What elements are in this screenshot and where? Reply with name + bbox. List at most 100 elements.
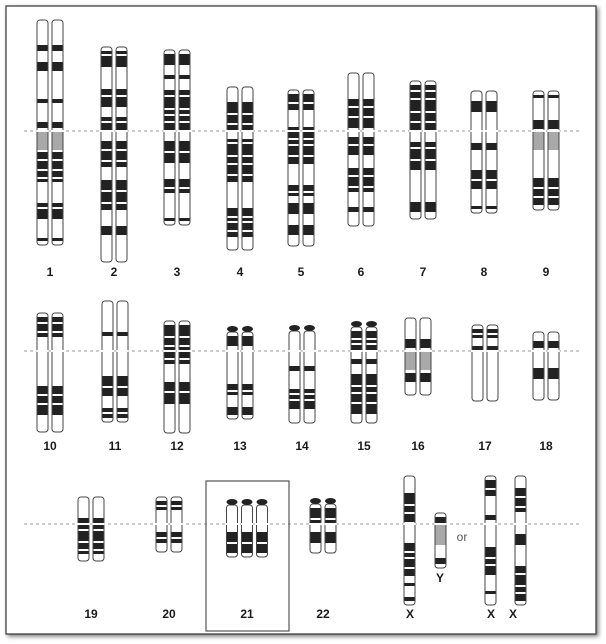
chromosome-band: [326, 508, 336, 518]
chromosome-band: [486, 515, 496, 520]
chromosome-label-17: 17: [478, 439, 492, 453]
centromere: [52, 350, 64, 352]
chromosome-15-copy-2: [366, 321, 378, 423]
chromosome-x-option-b-2: [515, 476, 527, 605]
chromosome-band: [157, 539, 167, 543]
chromosome-band: [117, 226, 127, 235]
chromosome-band: [53, 386, 63, 394]
chromosome-band: [472, 101, 482, 112]
chromosome-band: [242, 532, 252, 542]
chromosome-band: [405, 597, 415, 601]
centromere: [471, 130, 483, 132]
chromosome-band: [486, 566, 496, 575]
chromosome-band: [243, 144, 253, 155]
heterochromatin-block: [421, 352, 431, 370]
chromosome-band: [534, 189, 544, 196]
chromosome-band: [289, 185, 299, 191]
chromosome-band: [426, 142, 436, 147]
chromosome-band: [102, 204, 112, 210]
chromosome-band: [243, 139, 253, 142]
chromosome-band: [421, 373, 431, 382]
chromosome-band: [349, 108, 359, 116]
chromosome-label-18: 18: [539, 439, 553, 453]
chromosome-band: [349, 177, 359, 186]
chromosome-band: [549, 368, 559, 379]
chromosome-band: [53, 62, 63, 71]
chromosome-band: [53, 203, 63, 207]
chromosome-band: [180, 382, 190, 391]
chromosome-band: [487, 206, 497, 209]
centromere: [410, 130, 422, 132]
chromosome-band: [473, 335, 483, 338]
chromosome-21-copy-3: [256, 499, 268, 557]
chromosome-band: [411, 100, 421, 111]
centromere: [533, 350, 545, 352]
chromosome-band: [103, 376, 113, 386]
chromosome-band: [157, 501, 167, 505]
chromosome-band: [411, 149, 421, 159]
chromosome-band: [243, 232, 253, 237]
chromosome-5-copy-1: [288, 90, 300, 246]
chromosome-band: [165, 325, 175, 336]
chromosome-band: [289, 203, 299, 214]
chromosome-band: [53, 179, 63, 182]
chromosome-band: [367, 331, 377, 338]
chromosome-label-1: 1: [47, 265, 54, 279]
chromosome-band: [180, 110, 190, 114]
chromosome-band: [165, 360, 175, 364]
chromosome-band: [117, 162, 127, 167]
chromosome-band: [534, 198, 544, 205]
chromosome-band: [304, 94, 314, 102]
chromosome-band: [165, 382, 175, 391]
chromosome-label-12: 12: [170, 439, 184, 453]
chromosome-band: [165, 393, 175, 404]
chromosome-band: [118, 414, 128, 418]
centromere: [227, 350, 239, 352]
centromere: [226, 523, 238, 525]
chromosome-band: [38, 209, 48, 219]
chromosome-band: [289, 94, 299, 102]
chromosome-band: [103, 414, 113, 418]
sex-chromosome-label-x-b2: X: [509, 607, 517, 621]
chromosome-band: [53, 317, 63, 322]
chromosome-band: [243, 407, 253, 415]
chromosome-band: [165, 54, 175, 65]
chromosome-band: [117, 192, 127, 202]
chromosome-band: [38, 317, 48, 322]
chromosome-band: [165, 218, 175, 221]
chromosome-band: [117, 141, 127, 149]
chromosome-band: [38, 203, 48, 207]
chromosome-band: [180, 90, 190, 95]
chromosome-6-copy-1: [348, 73, 360, 226]
chromosome-11-copy-2: [117, 301, 129, 422]
centromere: [164, 350, 176, 352]
chromosome-band: [38, 99, 48, 103]
chromosome-band: [38, 45, 48, 51]
chromosome-label-11: 11: [109, 439, 122, 453]
chromosome-band: [94, 531, 104, 541]
chromosome-band: [102, 141, 112, 149]
satellite: [325, 498, 336, 504]
chromosome-band: [290, 395, 300, 399]
chromosome-20-copy-2: [171, 497, 183, 552]
chromosome-band: [426, 161, 436, 170]
chromosome-band: [549, 120, 559, 129]
chromosome-band: [516, 594, 526, 601]
chromosome-band: [436, 558, 446, 564]
chromosome-band: [165, 97, 175, 108]
chromosome-band: [38, 161, 48, 169]
chromosome-10-copy-2: [52, 313, 64, 432]
chromosome-band: [304, 203, 314, 214]
chromosome-band: [486, 490, 496, 496]
chromosome-band: [53, 238, 63, 241]
chromosome-band: [367, 345, 377, 350]
chromosome-band: [53, 209, 63, 219]
chromosome-7-copy-1: [410, 81, 422, 219]
chromosome-band: [426, 113, 436, 121]
chromosome-band: [534, 95, 544, 98]
centromere: [485, 523, 497, 525]
satellite: [304, 325, 315, 331]
chromosome-label-13: 13: [233, 439, 247, 453]
